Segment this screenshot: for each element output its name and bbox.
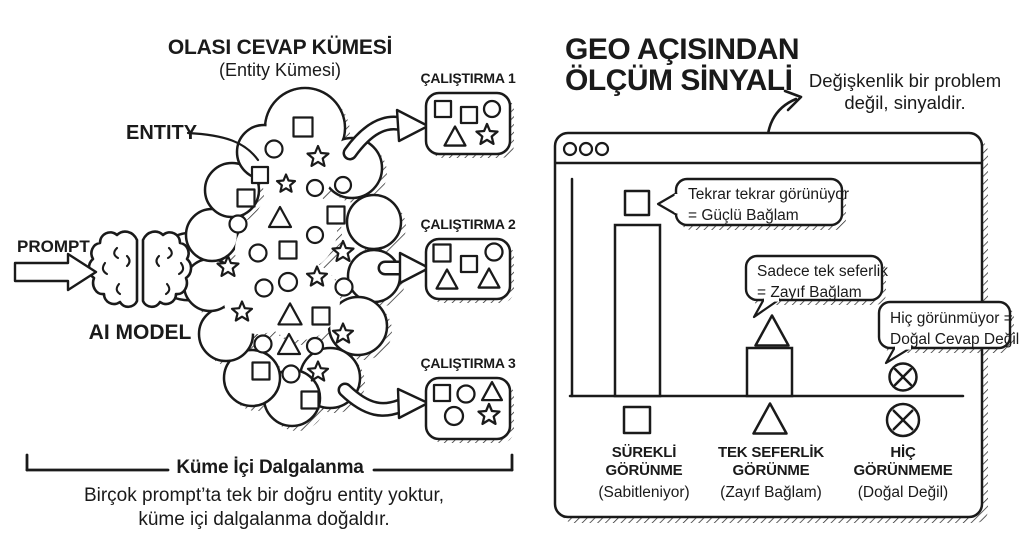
run3-circle-icon bbox=[443, 405, 465, 427]
marker-square-icon bbox=[623, 189, 651, 217]
caption-line-2: küme içi dalgalanma doğaldır. bbox=[138, 509, 390, 530]
bar-triangle bbox=[745, 346, 794, 398]
marker-triangle-icon bbox=[752, 402, 788, 435]
entity-star-icon bbox=[305, 265, 329, 287]
prompt-label: PROMPT bbox=[17, 237, 90, 256]
bar-square bbox=[613, 223, 662, 398]
callout-strong-context bbox=[656, 177, 846, 230]
bracket-label: Küme İçi Dalgalanma bbox=[176, 457, 364, 478]
run-label-1: ÇALIŞTIRMA 1 bbox=[420, 70, 516, 86]
caption-line-1: Birçok prompt’ta tek bir doğru entity yo… bbox=[83, 485, 445, 506]
run1-square-icon bbox=[459, 105, 479, 125]
entity-triangle-icon bbox=[276, 332, 302, 356]
right-title: GEO AÇISINDAN ÖLÇÜM SİNYALİ bbox=[565, 33, 800, 97]
annotation-line-1: Değişkenlik bir problem bbox=[808, 70, 1002, 91]
run2-triangle-icon bbox=[477, 267, 501, 289]
entity-circle-icon bbox=[248, 243, 268, 263]
axis-label-never: HİÇ GÖRÜNMEME (Doğal Değil) bbox=[853, 444, 953, 501]
entity-circle-icon bbox=[253, 334, 273, 354]
left-subtitle: (Entity Kümesi) bbox=[218, 60, 342, 80]
left-caption: Birçok prompt’ta tek bir doğru entity yo… bbox=[54, 484, 474, 532]
entity-square-icon bbox=[300, 390, 320, 410]
run-box-1 bbox=[424, 91, 514, 158]
run3-star-icon bbox=[477, 402, 501, 426]
fluctuation-bracket bbox=[25, 453, 514, 472]
run1-star-icon bbox=[475, 122, 499, 146]
marker-circle-x-icon bbox=[885, 402, 921, 438]
entity-circle-icon bbox=[305, 225, 325, 245]
right-title-line-1: GEO AÇISINDAN bbox=[565, 33, 800, 66]
entity-circle-icon bbox=[333, 175, 353, 195]
window-dot-icon bbox=[594, 141, 610, 157]
entity-square-icon bbox=[251, 361, 271, 381]
run1-circle-icon bbox=[482, 99, 502, 119]
ai-model-label: AI MODEL bbox=[88, 321, 192, 344]
entity-shapes-group bbox=[216, 116, 355, 410]
window-dot-icon bbox=[562, 141, 578, 157]
marker-triangle-icon bbox=[754, 314, 790, 347]
right-title-line-2: ÖLÇÜM SİNYALİ bbox=[565, 64, 793, 97]
run3-square-icon bbox=[432, 383, 452, 403]
entity-circle-icon bbox=[305, 178, 325, 198]
entity-circle-icon bbox=[334, 277, 354, 297]
run-arrows bbox=[337, 108, 431, 420]
run2-triangle-icon bbox=[435, 268, 459, 290]
entity-circle-icon bbox=[264, 139, 284, 159]
run3-triangle-icon bbox=[480, 380, 504, 402]
marker-circle-x-icon bbox=[888, 362, 918, 392]
entity-square-icon bbox=[236, 188, 256, 208]
entity-label: ENTITY bbox=[126, 122, 198, 144]
run1-square-icon bbox=[433, 99, 453, 119]
entity-triangle-icon bbox=[267, 205, 293, 229]
entity-square-icon bbox=[250, 165, 270, 185]
entity-star-icon bbox=[331, 322, 355, 344]
entity-circle-icon bbox=[305, 336, 325, 356]
visibility-chart bbox=[613, 189, 921, 438]
run2-square-icon bbox=[432, 243, 452, 263]
entity-square-icon bbox=[278, 240, 298, 260]
run-label-3: ÇALIŞTIRMA 3 bbox=[420, 355, 516, 371]
entity-circle-icon bbox=[254, 278, 274, 298]
entity-square-icon bbox=[311, 306, 331, 326]
callout-text-none: Hiç görünmüyor = Doğal Cevap Değil bbox=[890, 310, 1020, 348]
callout-text-weak: Sadece tek seferlik = Zayıf Bağlam bbox=[757, 263, 888, 301]
entity-star-icon bbox=[275, 173, 297, 193]
prompt-arrow bbox=[13, 252, 98, 292]
run3-circle-icon bbox=[456, 384, 476, 404]
entity-circle-icon bbox=[281, 364, 301, 384]
run-label-2: ÇALIŞTIRMA 2 bbox=[420, 216, 516, 232]
entity-square-icon bbox=[292, 116, 314, 138]
annotation-line-2: değil, sinyaldir. bbox=[844, 92, 966, 113]
brain-icon bbox=[87, 230, 193, 309]
callout-text-strong: Tekrar tekrar görünüyor = Güçlü Bağlam bbox=[688, 186, 850, 224]
run-box-2 bbox=[424, 237, 514, 303]
entity-star-icon bbox=[306, 144, 330, 167]
run2-square-icon bbox=[459, 254, 479, 274]
entity-star-icon bbox=[306, 360, 330, 382]
marker-square-icon bbox=[622, 405, 652, 435]
axis-label-continuous: SÜREKLİ GÖRÜNME (Sabitleniyor) bbox=[598, 444, 690, 501]
run1-triangle-icon bbox=[443, 125, 467, 147]
axis-label-one-time: TEK SEFERLİK GÖRÜNME (Zayıf Bağlam) bbox=[718, 444, 824, 501]
annotation-note: Değişkenlik bir problem değil, sinyaldir… bbox=[805, 70, 1005, 114]
run-box-3 bbox=[424, 376, 514, 443]
callout-weak-context bbox=[744, 254, 886, 319]
entity-pointer-line bbox=[186, 131, 260, 162]
entity-circle-icon bbox=[277, 271, 299, 293]
left-title: OLASI CEVAP KÜMESİ bbox=[167, 36, 393, 59]
entity-star-icon bbox=[230, 300, 254, 322]
entity-triangle-icon bbox=[277, 302, 303, 326]
window-dot-icon bbox=[578, 141, 594, 157]
run2-circle-icon bbox=[484, 242, 504, 262]
entity-circle-icon bbox=[228, 214, 248, 234]
entity-star-icon bbox=[331, 239, 355, 262]
entity-star-icon bbox=[216, 254, 240, 277]
entity-square-icon bbox=[326, 205, 346, 225]
callout-not-natural bbox=[877, 300, 1014, 365]
